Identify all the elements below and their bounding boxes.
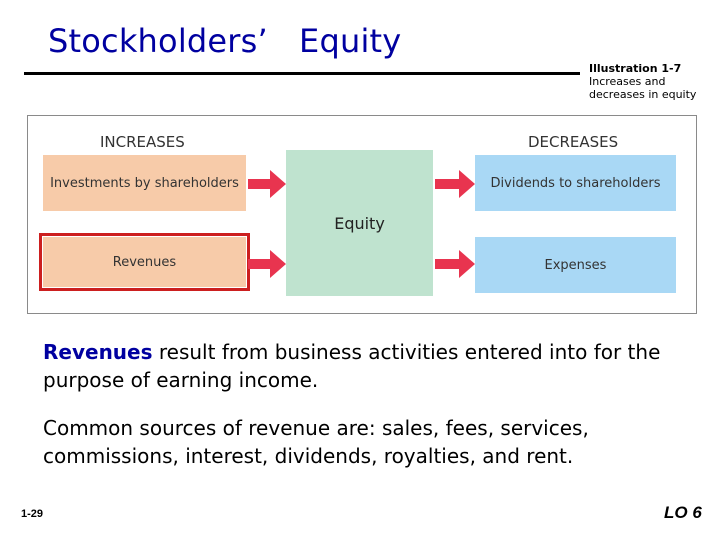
illustration-caption: Increases and decreases in equity [589,75,697,101]
title-underline [24,72,580,75]
illustration-label: Illustration 1-7 [589,62,682,75]
revenue-definition-text: result from business activities entered … [43,340,661,392]
decreases-heading: DECREASES [528,133,619,151]
investments-label: Investments by shareholders [50,175,239,191]
equity-label: Equity [334,213,385,233]
equity-box: Equity [286,150,433,296]
arrow-revenues-to-equity-icon [248,250,286,278]
expenses-label: Expenses [544,257,607,273]
equity-diagram: INCREASES DECREASES Investments by share… [27,115,697,314]
illustration-reference: Illustration 1-7 Increases and decreases… [589,62,714,101]
revenues-label: Revenues [112,254,177,270]
slide-title: Stockholders’ Equity [48,22,402,60]
expenses-box: Expenses [475,237,676,293]
revenues-box: Revenues [43,237,246,287]
arrow-equity-to-dividends-icon [435,170,475,198]
dividends-label: Dividends to shareholders [490,175,661,191]
revenue-sources: Common sources of revenue are: sales, fe… [43,416,589,468]
dividends-box: Dividends to shareholders [475,155,676,211]
page-number: 1-29 [21,508,44,520]
arrow-equity-to-expenses-icon [435,250,475,278]
revenues-highlight-outline [39,233,250,291]
arrow-investments-to-equity-icon [248,170,286,198]
learning-objective: LO 6 [664,503,702,522]
increases-heading: INCREASES [100,133,185,151]
revenue-definition: Revenues result from business activities… [43,338,713,394]
investments-box: Investments by shareholders [43,155,246,211]
revenues-term: Revenues [43,340,153,364]
